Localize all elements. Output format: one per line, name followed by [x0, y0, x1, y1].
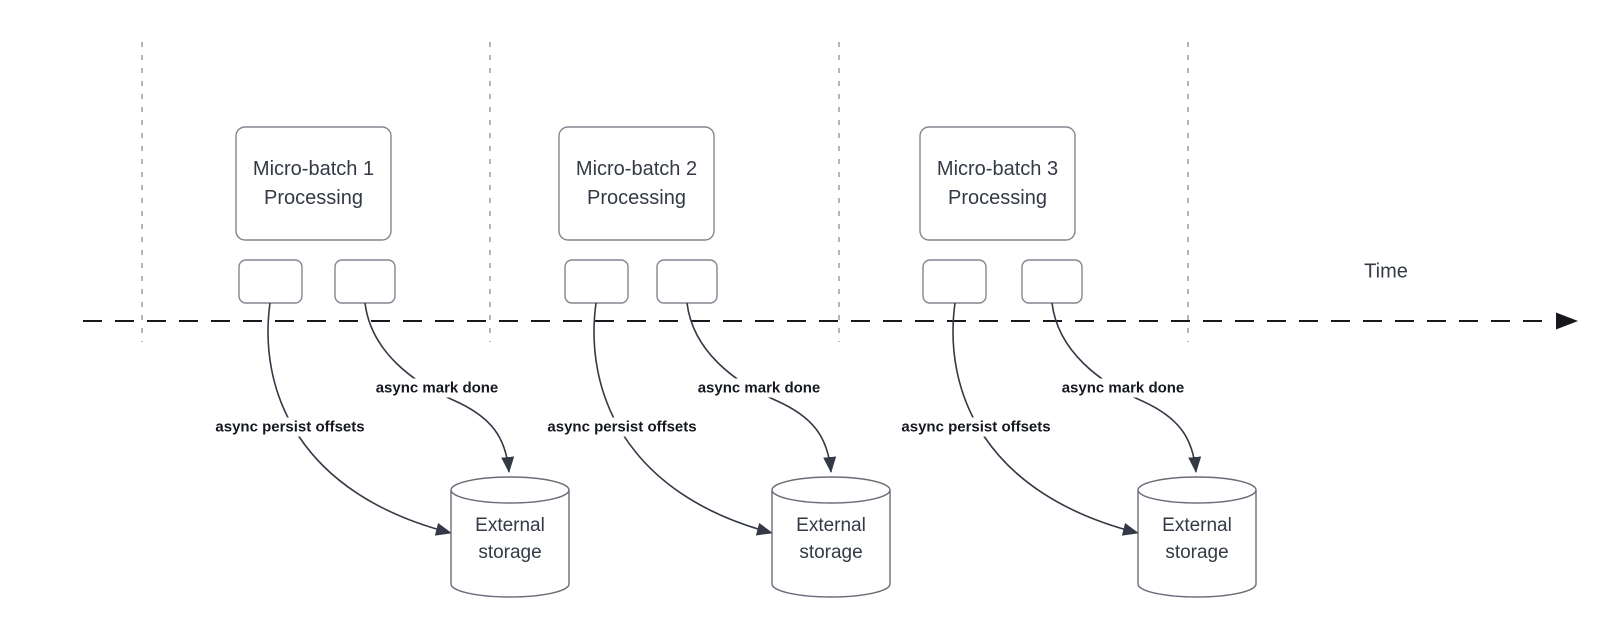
external-storage-cylinder: [1137, 476, 1257, 598]
box-title-line2: Processing: [948, 186, 1047, 209]
external-storage-label: External storage: [451, 500, 569, 578]
commit-task-box: [334, 259, 396, 304]
commit-task-box: [656, 259, 718, 304]
micro-batch-group-2: [558, 126, 891, 598]
processing-box: [919, 126, 1076, 241]
time-axis-arrowhead-icon: [1556, 312, 1578, 330]
external-storage-label: External storage: [772, 500, 890, 578]
processing-box-label: Micro-batch 3 Processing: [920, 127, 1075, 240]
time-axis-label: Time: [1364, 260, 1408, 283]
async-mark-done-label: async mark done: [1058, 378, 1188, 398]
processing-box: [235, 126, 392, 241]
storage-label-line1: External: [796, 515, 866, 536]
async-persist-offsets-label: async persist offsets: [212, 417, 368, 437]
commit-task-box: [1021, 259, 1083, 304]
box-title-line1: Micro-batch 1: [252, 157, 375, 180]
storage-label-line2: storage: [799, 542, 863, 563]
box-title-line2: Processing: [264, 186, 363, 209]
external-storage-cylinder: [771, 476, 891, 598]
storage-label-line1: External: [475, 515, 545, 536]
offset-task-box: [564, 259, 629, 304]
async-mark-done-label: async mark done: [694, 378, 824, 398]
async-mark-done-arrow: [686, 302, 837, 473]
box-title-line1: Micro-batch 3: [936, 157, 1059, 180]
offset-task-box: [238, 259, 303, 304]
processing-box-label: Micro-batch 2 Processing: [559, 127, 714, 240]
box-title-line1: Micro-batch 2: [575, 157, 698, 180]
processing-box: [558, 126, 715, 241]
storage-label-line2: storage: [478, 542, 542, 563]
async-persist-offsets-label: async persist offsets: [544, 417, 700, 437]
external-storage-cylinder: [450, 476, 570, 598]
async-mark-done-label: async mark done: [372, 378, 502, 398]
offset-task-box: [922, 259, 987, 304]
storage-label-line1: External: [1162, 515, 1232, 536]
box-title-line2: Processing: [587, 186, 686, 209]
processing-box-label: Micro-batch 1 Processing: [236, 127, 391, 240]
async-mark-done-arrow: [1051, 302, 1202, 473]
async-mark-done-arrow: [364, 302, 515, 473]
storage-label-line2: storage: [1165, 542, 1229, 563]
micro-batch-group-1: [235, 126, 570, 598]
micro-batch-group-3: [919, 126, 1257, 598]
async-persist-offsets-label: async persist offsets: [898, 417, 1054, 437]
external-storage-label: External storage: [1138, 500, 1256, 578]
